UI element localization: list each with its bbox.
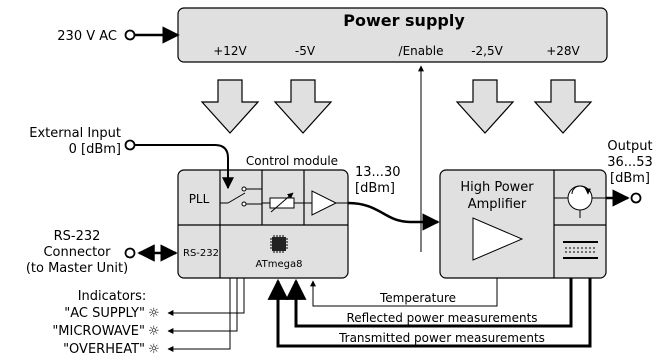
ps-output-2v5: -2,5V <box>471 44 503 58</box>
attenuator-icon <box>262 192 304 213</box>
temperature-line <box>310 278 498 307</box>
amplifier-triangle-icon <box>472 217 524 261</box>
indicator-overheat-line <box>167 278 231 352</box>
rf-switch-icon <box>220 186 262 207</box>
ps-output-5v: -5V <box>295 44 316 58</box>
control-module-label: Control module <box>246 154 338 168</box>
power-arrow-1 <box>200 79 260 134</box>
rs232-connector-line1: RS-232 <box>54 229 101 244</box>
temperature-label: Temperature <box>379 291 456 305</box>
output-terminal <box>630 192 642 204</box>
transmitted-label: Transmitted power measurements <box>338 331 545 345</box>
ac-input-terminal <box>124 29 136 41</box>
rs232-port-label: RS-232 <box>183 248 219 259</box>
mid-level-line1: 13...30 <box>355 165 400 180</box>
reflected-label: Reflected power measurements <box>346 311 537 325</box>
external-input-line <box>135 144 234 190</box>
output-unit: [dBm] <box>610 171 650 186</box>
amplifier-label-line1: High Power <box>460 180 534 195</box>
rs232-connector-line3: (to Master Unit) <box>26 261 128 276</box>
indicator-ac-supply-label: "AC SUPPLY" <box>64 306 145 321</box>
indicator-overheat-label: "OVERHEAT" <box>63 342 145 356</box>
reflected-line <box>285 278 573 328</box>
indicator-microwave-line <box>167 278 238 334</box>
output-level: 36...53 <box>607 155 652 170</box>
rs232-connector-terminal <box>124 247 136 259</box>
mcu-label: ATmega8 <box>256 259 303 270</box>
pll-label: PLL <box>189 192 210 206</box>
ps-output-enable: /Enable <box>399 44 444 58</box>
transmitted-line <box>267 278 592 348</box>
driver-amplifier-icon <box>304 190 348 216</box>
rf-path <box>347 201 440 231</box>
rs232-connector-line2: Connector <box>43 245 111 260</box>
power-arrow-2 <box>273 79 333 134</box>
indicator-microwave-label: "MICROWAVE" <box>52 324 145 339</box>
ac-input-label: 230 V AC <box>57 29 117 44</box>
external-input-terminal <box>124 139 136 151</box>
amplifier-label-line2: Amplifier <box>468 197 527 212</box>
power-supply-title: Power supply <box>343 11 465 30</box>
mcu-chip-icon <box>270 235 288 253</box>
power-arrow-4 <box>533 79 593 134</box>
circulator-icon <box>554 185 606 218</box>
output-label: Output <box>607 139 652 154</box>
external-input-level: 0 [dBm] <box>69 142 121 157</box>
mid-level-line2: [dBm] <box>355 181 395 196</box>
ps-output-12v: +12V <box>213 44 247 58</box>
power-arrow-3 <box>455 79 515 134</box>
external-input-label: External Input <box>29 126 121 141</box>
ps-output-28v: +28V <box>546 44 580 58</box>
indicator-ac-supply-line <box>167 278 245 316</box>
indicator-overheat-lamp-icon: ☼ <box>148 342 160 356</box>
indicator-ac-supply-lamp-icon: ☼ <box>148 306 160 321</box>
indicator-microwave-lamp-icon: ☼ <box>148 324 160 339</box>
indicators-title: Indicators: <box>78 289 147 304</box>
coupler-icon <box>563 241 598 259</box>
